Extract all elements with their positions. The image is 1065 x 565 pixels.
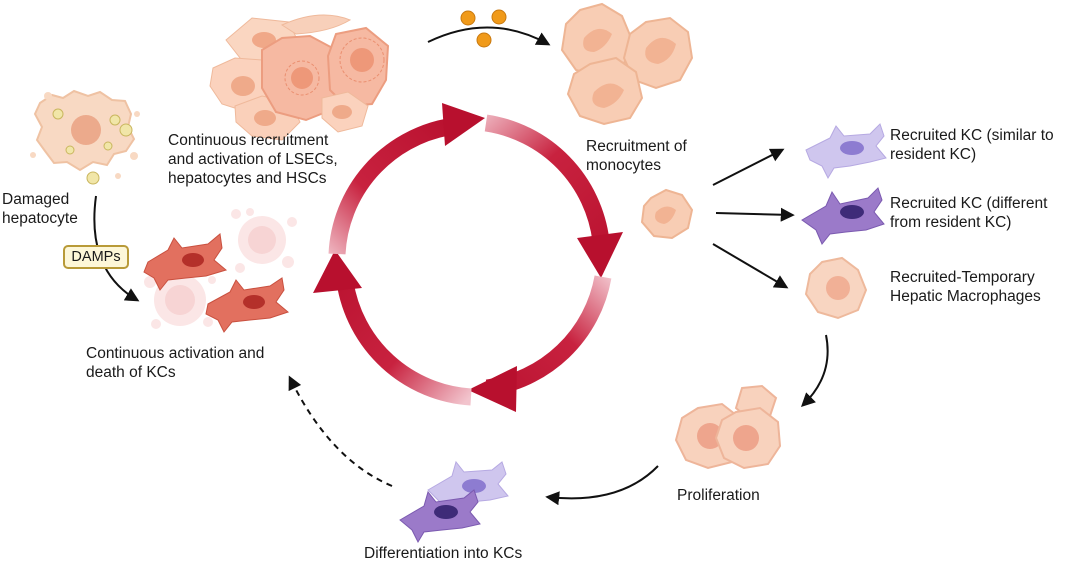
arrow-to-proliferation [800,334,829,407]
dying-kc-icon [144,208,297,329]
differentiation-label: Differentiation into KCs [364,545,523,562]
activated-kc-icon [143,233,290,333]
differentiating-kc-icon [399,460,509,544]
monocyte-recruitment-label: Recruitment of monocytes [586,138,687,174]
proliferation-label: Proliferation [677,487,760,504]
recruited-kc-similar-label: Recruited KC (similar to resident KC) [890,127,1054,163]
damaged-hepatocyte-icon [30,89,140,185]
kc-activation-death-label: Continuous activation and death of KCs [86,345,265,381]
lsec-recruitment-label: Continuous recruitment and activation of… [168,132,338,187]
arrow-to-similar-kc [712,148,785,186]
monocyte-icon [560,2,694,126]
cytokine-icon [460,9,507,48]
dashed-return-arrow [288,375,393,487]
temporary-macrophage-icon [804,256,868,320]
recruited-kc-dark-icon [801,187,885,245]
recruited-kc-different-label: Recruited KC (different from resident KC… [890,195,1048,231]
proliferating-cells-icon [674,384,782,470]
cytokine-arrow [427,26,551,46]
cycle-arrows-icon [313,103,623,412]
recruited-kc-light-icon [805,123,887,180]
arrow-to-temporary-macrophage [712,243,789,289]
arrow-to-differentiation [545,465,659,506]
damaged-hepatocyte-label: Damaged hepatocyte [2,191,78,227]
arrow-to-different-kc [715,207,795,222]
monocyte-icon [640,188,694,240]
temporary-macrophages-label: Recruited-Temporary Hepatic Macrophages [890,269,1041,305]
liver-cells-cluster-icon [209,14,390,141]
damps-badge: DAMPs [63,245,129,269]
